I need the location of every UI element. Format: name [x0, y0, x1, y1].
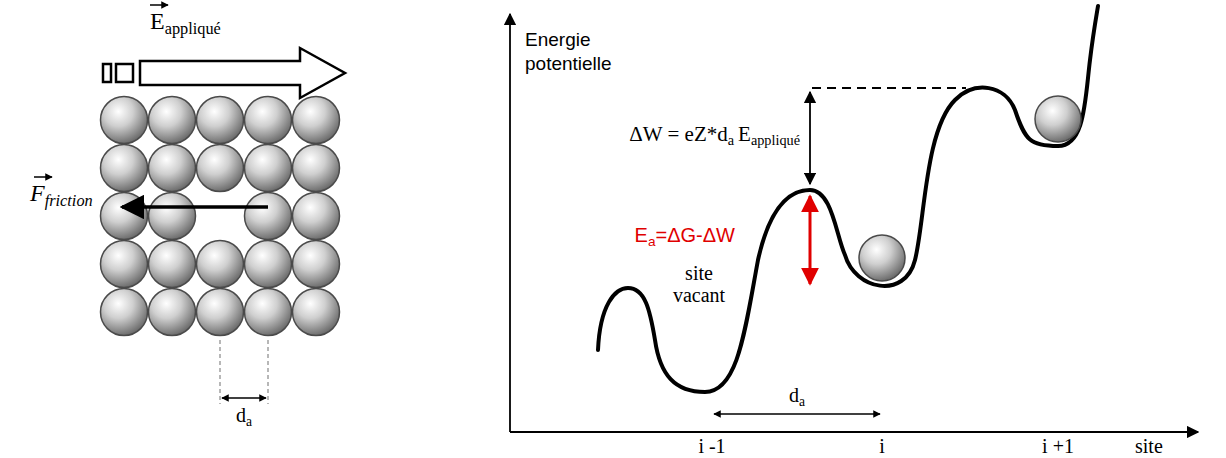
- atom: [293, 145, 340, 192]
- force-subscript: friction: [45, 191, 93, 210]
- dimension-arrow: [222, 397, 266, 399]
- tick-label: i: [879, 435, 885, 457]
- label-group: i: [879, 436, 885, 456]
- site-label: site vacant: [673, 262, 725, 306]
- tick-label: i +1: [1042, 435, 1074, 457]
- dimension-subscript: a: [246, 414, 252, 429]
- field-arrow-tail: [103, 64, 111, 82]
- label-group: site vacant: [668, 262, 730, 306]
- label-group: site: [1135, 436, 1163, 456]
- field-arrow-tail: [116, 64, 133, 82]
- atom: [101, 193, 148, 240]
- reference-line: [812, 87, 966, 89]
- atom: [197, 241, 244, 288]
- atom: [1035, 96, 1081, 142]
- dimension-label: d: [789, 384, 799, 406]
- atom: [101, 145, 148, 192]
- label-group: ΔW = eZ*daEappliqué: [629, 122, 800, 149]
- energy-formula: d: [717, 122, 728, 146]
- dimension-line: [267, 340, 268, 404]
- dimension-arrow: [714, 413, 880, 415]
- atom: [293, 97, 340, 144]
- atom: [149, 97, 196, 144]
- atom: [859, 235, 905, 281]
- potential-curve: [598, 6, 1098, 392]
- label-group: i -1: [698, 436, 725, 456]
- field-arrow-body: [140, 48, 345, 98]
- energy-formula: E: [738, 122, 751, 146]
- axis-title: Energie potentielle: [525, 29, 612, 74]
- atom: [197, 97, 244, 144]
- dimension-line: [219, 340, 220, 404]
- energy-formula: ΔW = eZ*: [629, 122, 717, 146]
- atom: [245, 97, 292, 144]
- atom: [293, 193, 340, 240]
- vector-arrow: [34, 176, 52, 178]
- energy-subscript: a: [728, 132, 734, 148]
- label-group: da: [236, 404, 252, 430]
- energy-subscript: appliqué: [751, 132, 800, 148]
- label-group: Ffriction: [30, 180, 93, 211]
- activation-formula: E: [635, 224, 648, 246]
- label-group: Energie potentielle: [525, 28, 643, 76]
- atom: [149, 241, 196, 288]
- activation-subscript: a: [648, 234, 656, 249]
- dimension-label: d: [236, 404, 246, 426]
- atom: [245, 241, 292, 288]
- label-group: Ea=ΔG-ΔW: [635, 224, 735, 250]
- atom: [149, 289, 196, 336]
- energy-arrow: [809, 92, 811, 184]
- force-symbol: F: [30, 180, 45, 206]
- atom: [197, 145, 244, 192]
- atom: [293, 241, 340, 288]
- atom: [245, 145, 292, 192]
- atom: [293, 289, 340, 336]
- activation-formula: =ΔG-ΔW: [656, 224, 736, 246]
- atom: [101, 97, 148, 144]
- tick-label: i -1: [698, 435, 725, 457]
- dimension-subscript: a: [799, 394, 805, 409]
- atom: [197, 289, 244, 336]
- atom: [245, 193, 292, 240]
- axis: [510, 431, 1198, 433]
- atom: [149, 145, 196, 192]
- atom: [101, 241, 148, 288]
- axis: [509, 14, 511, 432]
- label-group: i +1: [1042, 436, 1074, 456]
- label-group: da: [789, 384, 805, 410]
- friction-arrow: [122, 205, 268, 209]
- atom: [245, 289, 292, 336]
- axis-title: site: [1135, 435, 1163, 457]
- atom: [101, 289, 148, 336]
- activation-arrow: [809, 196, 812, 284]
- field-subscript: appliqué: [165, 19, 221, 38]
- atom-lattice: [101, 97, 340, 336]
- field-arrow: [103, 48, 345, 98]
- vector-arrow: [150, 4, 168, 6]
- field-symbol: E: [150, 8, 165, 34]
- label-group: Eappliqué: [150, 8, 221, 39]
- atom: [149, 193, 196, 240]
